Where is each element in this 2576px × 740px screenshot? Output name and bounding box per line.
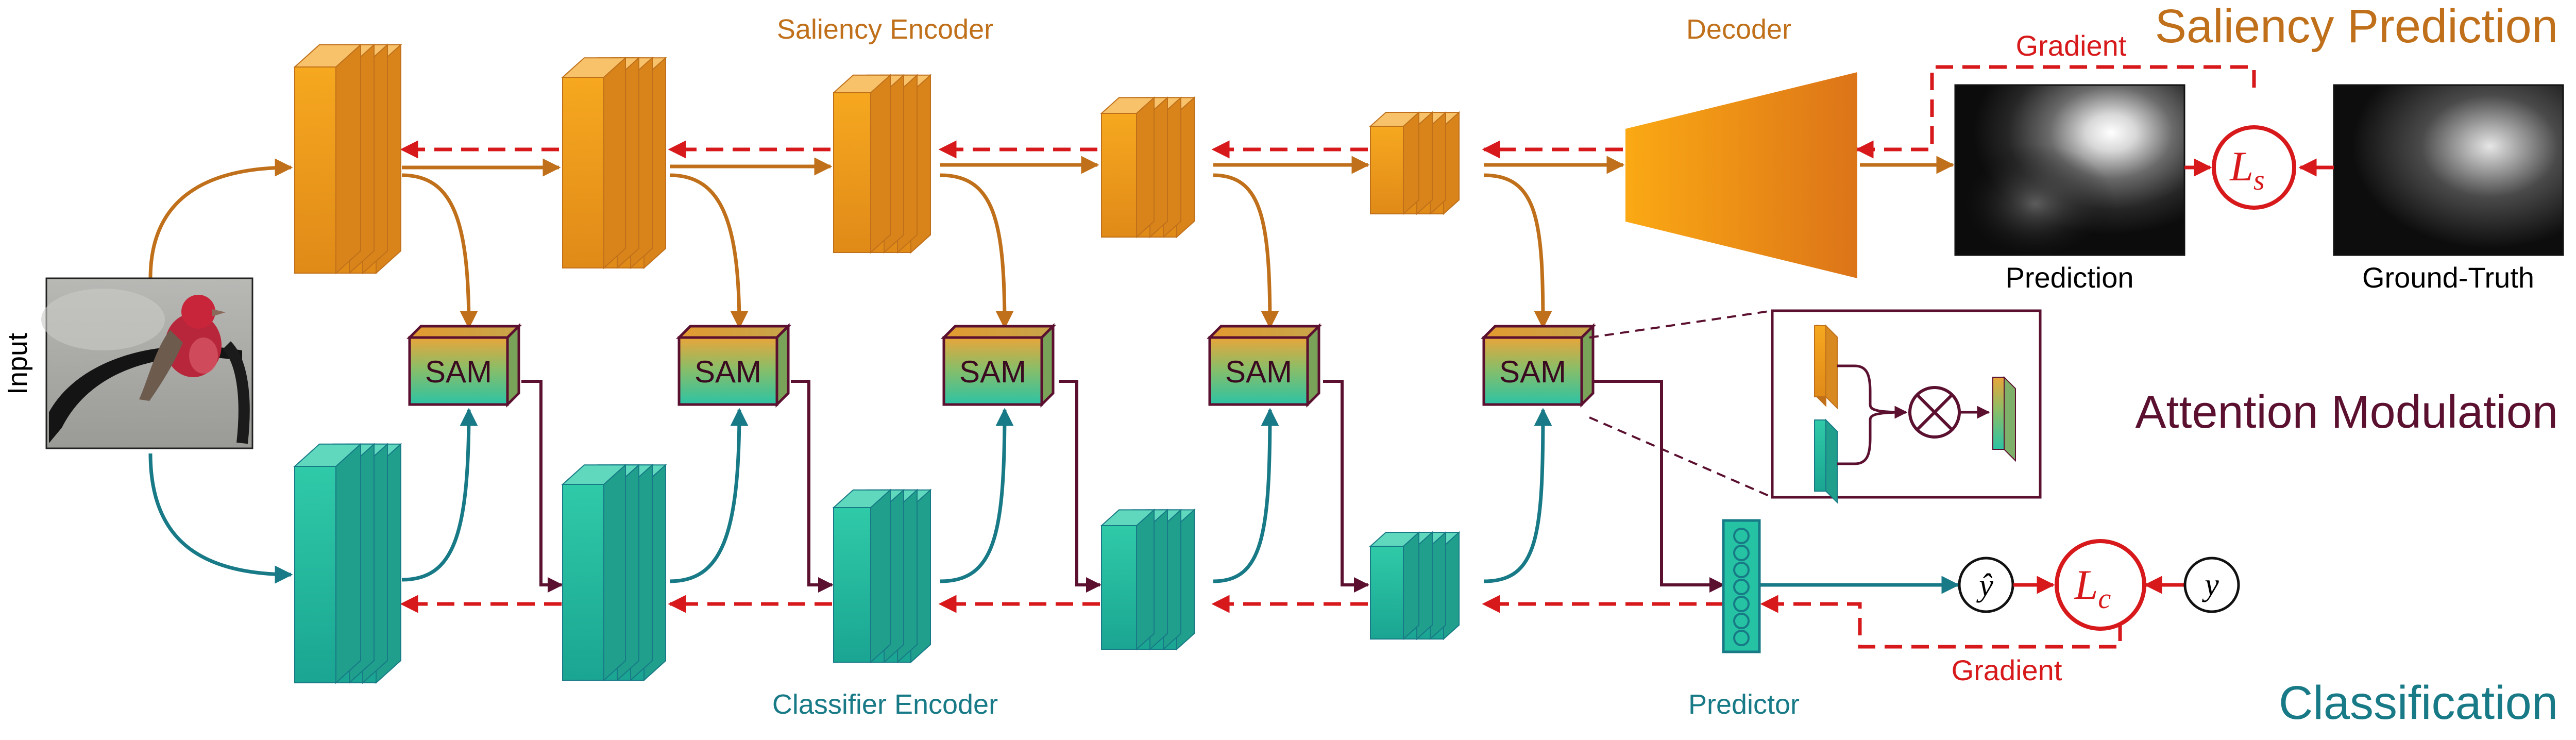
sam-label: SAM: [959, 355, 1026, 389]
gradient-bottom-label: Gradient: [1952, 654, 2062, 686]
sam-module-2: SAM: [675, 323, 792, 408]
saliency-block-4: [1100, 96, 1196, 239]
classification-label: Classification: [2279, 677, 2558, 729]
classifier-encoder: [293, 443, 1461, 684]
predictor-neuron: [1733, 630, 1750, 646]
classifier-gradient-arrows: [400, 595, 2122, 649]
ls-main: L: [2229, 143, 2253, 190]
lc-main: L: [2074, 561, 2098, 608]
saliency-block-2: [561, 56, 667, 270]
saliency-gradient-arrows: [400, 65, 2256, 159]
ground-truth-label: Ground-Truth: [2362, 261, 2534, 294]
classifier-block-1: [293, 443, 402, 684]
predictor-neurons: [1733, 528, 1750, 646]
classifier-block-3: [832, 489, 932, 664]
saliency-prediction-label: Saliency Prediction: [2155, 0, 2558, 53]
attention-modulation-label: Attention Modulation: [2135, 386, 2558, 438]
ls-sub: s: [2253, 164, 2265, 196]
svg-text:Lc: Lc: [2074, 561, 2111, 615]
y-hat-symbol: ŷ: [1976, 568, 1993, 603]
sam-module-4: SAM: [1206, 323, 1323, 408]
saliency-block-5: [1369, 111, 1461, 215]
svg-text:Ls: Ls: [2229, 143, 2264, 196]
y-symbol: y: [2201, 567, 2219, 602]
lc-sub: c: [2098, 583, 2111, 615]
sam-label: SAM: [1225, 355, 1292, 389]
classifier-block-4: [1100, 509, 1196, 651]
inset-classifier-feature: [1814, 418, 1838, 504]
saliency-loss-node: Ls: [2184, 125, 2334, 210]
predictor-neuron: [1733, 579, 1750, 595]
classifier-block-5: [1369, 531, 1461, 641]
sam-output-arrows: [521, 380, 1725, 593]
ground-truth-map: [2333, 84, 2564, 256]
sam-label: SAM: [425, 355, 492, 389]
sam-module-5: SAM: [1480, 323, 1597, 408]
predictor-neuron: [1733, 596, 1750, 612]
gradient-top-label: Gradient: [2016, 29, 2127, 62]
saliency-forward-arrows: [148, 156, 1955, 329]
classifier-encoder-label: Classifier Encoder: [772, 689, 998, 720]
saliency-block-1: [293, 43, 402, 275]
saliency-encoder: [293, 43, 1461, 275]
input-image: [41, 277, 253, 449]
predictor-neuron: [1733, 562, 1750, 578]
sam-label: SAM: [1499, 355, 1566, 389]
sam-module-3: SAM: [940, 323, 1057, 408]
predictor-neuron: [1733, 613, 1750, 629]
predictor-block: [1722, 519, 1761, 653]
sam-modules: SAM SAM SAM SAM SAM: [406, 323, 1597, 408]
predictor-neuron: [1733, 545, 1750, 561]
prediction-map: [1954, 84, 2185, 256]
predictor-neuron: [1733, 528, 1750, 544]
decoder-label: Decoder: [1686, 14, 1791, 45]
sam-label: SAM: [694, 355, 761, 389]
saliency-encoder-label: Saliency Encoder: [777, 14, 993, 45]
prediction-label: Prediction: [2005, 261, 2133, 294]
classifier-forward-arrows: [148, 408, 1960, 594]
multiply-icon: [1908, 386, 1961, 439]
decoder-block: [1625, 72, 1857, 278]
classifier-block-2: [561, 463, 667, 682]
attention-inset: [1589, 309, 2042, 504]
classification-loss-nodes: ŷ Lc y: [1958, 539, 2240, 631]
inset-modulated-feature: [1992, 376, 2016, 462]
predictor-label: Predictor: [1688, 689, 1800, 720]
saliency-block-3: [832, 74, 932, 254]
sam-module-1: SAM: [406, 323, 522, 408]
input-label: Input: [2, 333, 33, 395]
inset-saliency-feature: [1814, 324, 1838, 410]
